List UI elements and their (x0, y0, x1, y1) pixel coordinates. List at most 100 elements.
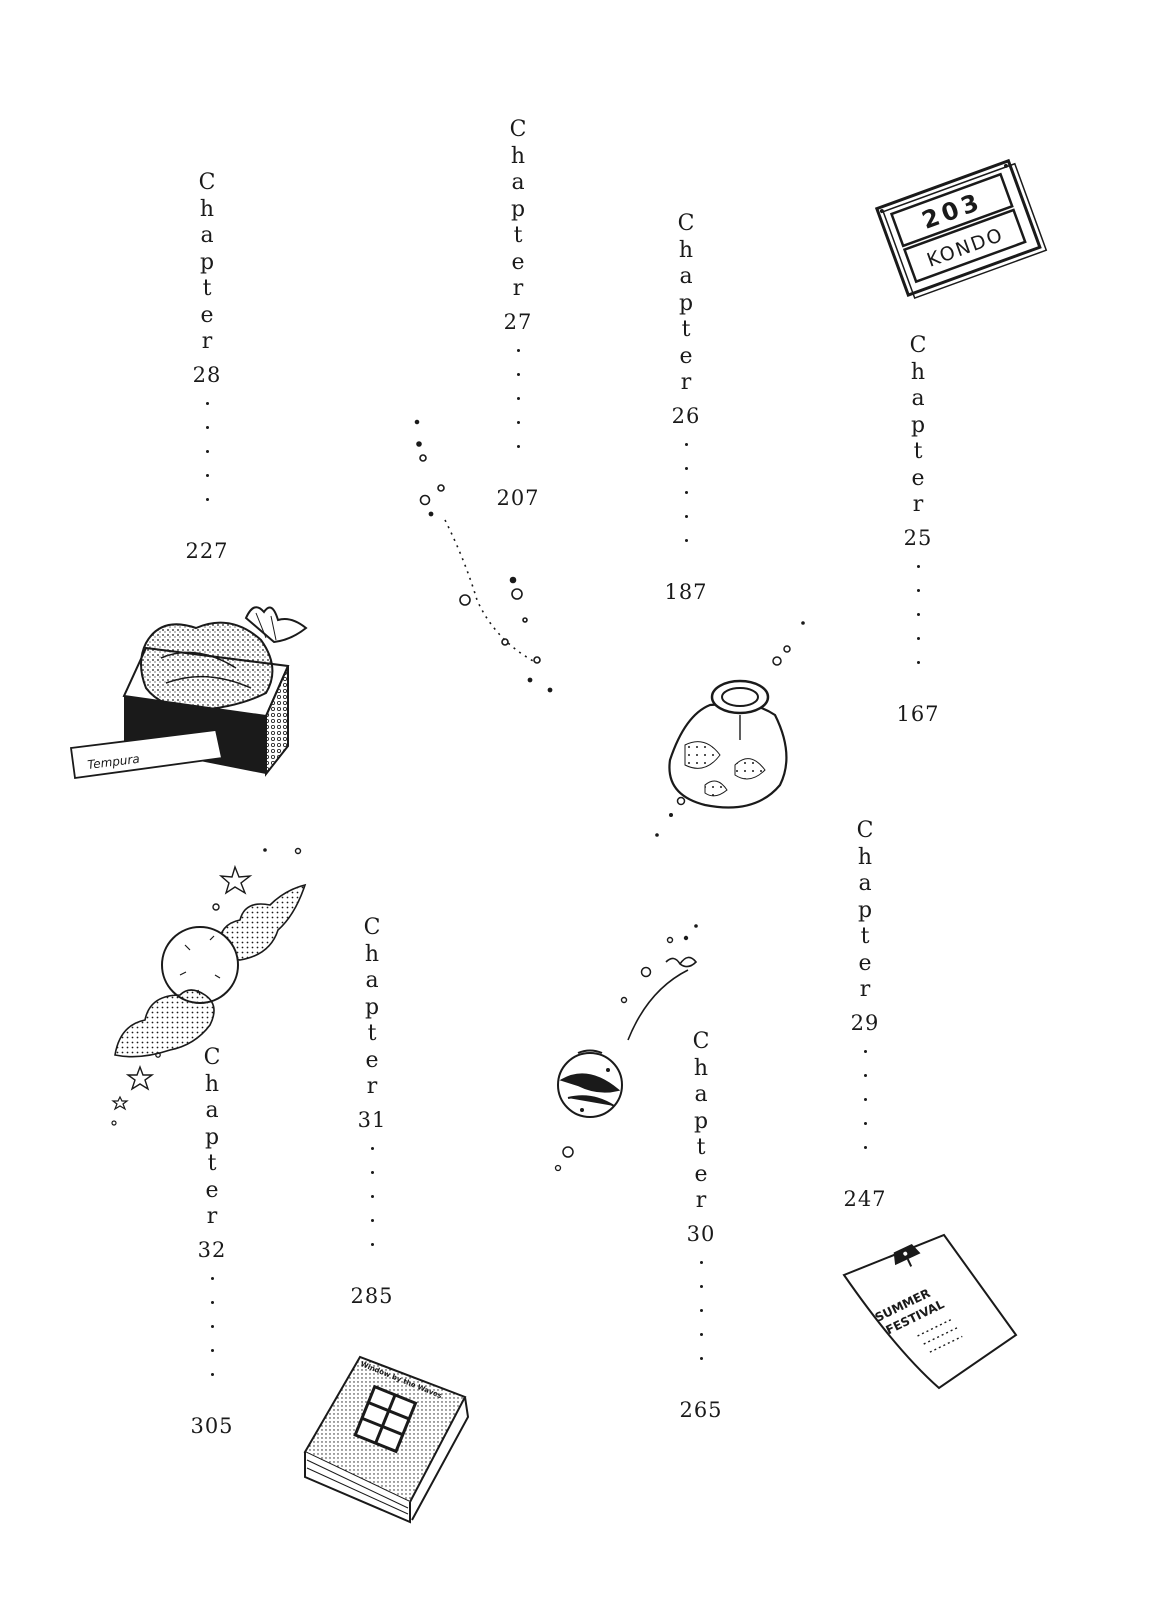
chapter-letter: h (910, 359, 926, 385)
moon-and-clouds-illustration (100, 845, 315, 1130)
wind-chime-illustration (548, 920, 718, 1180)
leader-dots (684, 433, 688, 553)
chapter-letter: h (199, 196, 215, 222)
chapter-letter: h (510, 143, 526, 169)
page-number: 247 (843, 1186, 887, 1211)
chapter-letter: a (679, 264, 693, 289)
chapter-number: 32 (197, 1237, 227, 1262)
chapter-letter: p (199, 249, 215, 275)
chapter-letter: p (678, 290, 694, 316)
leader-dots (699, 1251, 703, 1371)
chapter-letter: a (911, 386, 925, 411)
chapter-letter: C (509, 117, 527, 142)
chapter-letter: h (678, 237, 694, 263)
page-number: 285 (350, 1283, 394, 1308)
chapter-letter: p (204, 1124, 220, 1150)
chapter-letter: t (860, 924, 870, 949)
chapter-letter: C (692, 1029, 710, 1054)
chapter-letter: a (365, 968, 379, 993)
chapter-letter: h (204, 1071, 220, 1097)
chapter-letter: a (205, 1098, 219, 1123)
chapter-letter: e (694, 1161, 708, 1187)
chapter-letter: e (679, 343, 693, 369)
chapter-letter: p (364, 994, 380, 1020)
page-number: 227 (185, 538, 229, 563)
page-number: 187 (664, 579, 708, 604)
chapter-letter: C (677, 211, 695, 236)
page-number: 167 (896, 701, 940, 726)
chapter-letter: a (694, 1082, 708, 1107)
glass-jar-illustration (645, 615, 815, 845)
chapter-letter: r (859, 977, 871, 1002)
chapter-letter: p (857, 897, 873, 923)
chapter-letter: e (200, 302, 214, 328)
chapter-letter: t (202, 276, 212, 301)
chapter-letter: t (367, 1021, 377, 1046)
tempura-box-illustration: Tempura (66, 598, 316, 788)
chapter-letter: C (198, 170, 216, 195)
chapter-letter: p (693, 1108, 709, 1134)
chapter-letter: r (512, 276, 524, 301)
leader-dots (863, 1040, 867, 1160)
chapter-number: 28 (192, 362, 222, 387)
chapter-letter: e (911, 465, 925, 491)
leader-dots (210, 1267, 214, 1387)
chapter-letter: r (695, 1188, 707, 1213)
chapter-letter: C (363, 915, 381, 940)
leader-dots (205, 392, 209, 512)
chapter-number: 25 (903, 525, 933, 550)
nameplate-illustration: 203 KONDO (874, 150, 1048, 305)
chapter-letter: C (909, 333, 927, 358)
chapter-letter: t (513, 223, 523, 248)
chapter-letter: r (912, 492, 924, 517)
chapter-letter: a (858, 871, 872, 896)
page-number: 265 (679, 1397, 723, 1422)
chapter-letter: a (511, 170, 525, 195)
chapter-letter: r (366, 1074, 378, 1099)
tempura-label: Tempura (87, 752, 141, 772)
chapter-letter: p (510, 196, 526, 222)
leader-dots (370, 1137, 374, 1257)
chapter-letter: h (364, 941, 380, 967)
page-number: 305 (190, 1413, 234, 1438)
chapter-number: 30 (686, 1221, 716, 1246)
leader-dots (516, 339, 520, 459)
chapter-letter: t (681, 317, 691, 342)
chapter-letter: C (856, 818, 874, 843)
chapter-letter: t (696, 1135, 706, 1160)
chapter-letter: r (206, 1204, 218, 1229)
chapter-number: 29 (850, 1010, 880, 1035)
chapter-letter: a (200, 223, 214, 248)
chapter-letter: r (680, 370, 692, 395)
chapter-letter: e (511, 249, 525, 275)
summer-festival-flyer-illustration: SUMMER FESTIVAL (836, 1230, 1026, 1395)
bubble-trail-decoration (405, 410, 565, 700)
chapter-letter: e (365, 1047, 379, 1073)
chapter-letter: t (913, 439, 923, 464)
book-illustration: Window by the Waves (300, 1352, 475, 1524)
chapter-number: 27 (503, 309, 533, 334)
chapter-letter: p (910, 412, 926, 438)
chapter-letter: h (693, 1055, 709, 1081)
chapter-letter: t (207, 1151, 217, 1176)
chapter-letter: C (203, 1045, 221, 1070)
chapter-letter: e (858, 950, 872, 976)
chapter-letter: h (857, 844, 873, 870)
chapter-letter: e (205, 1177, 219, 1203)
chapter-letter: r (201, 329, 213, 354)
